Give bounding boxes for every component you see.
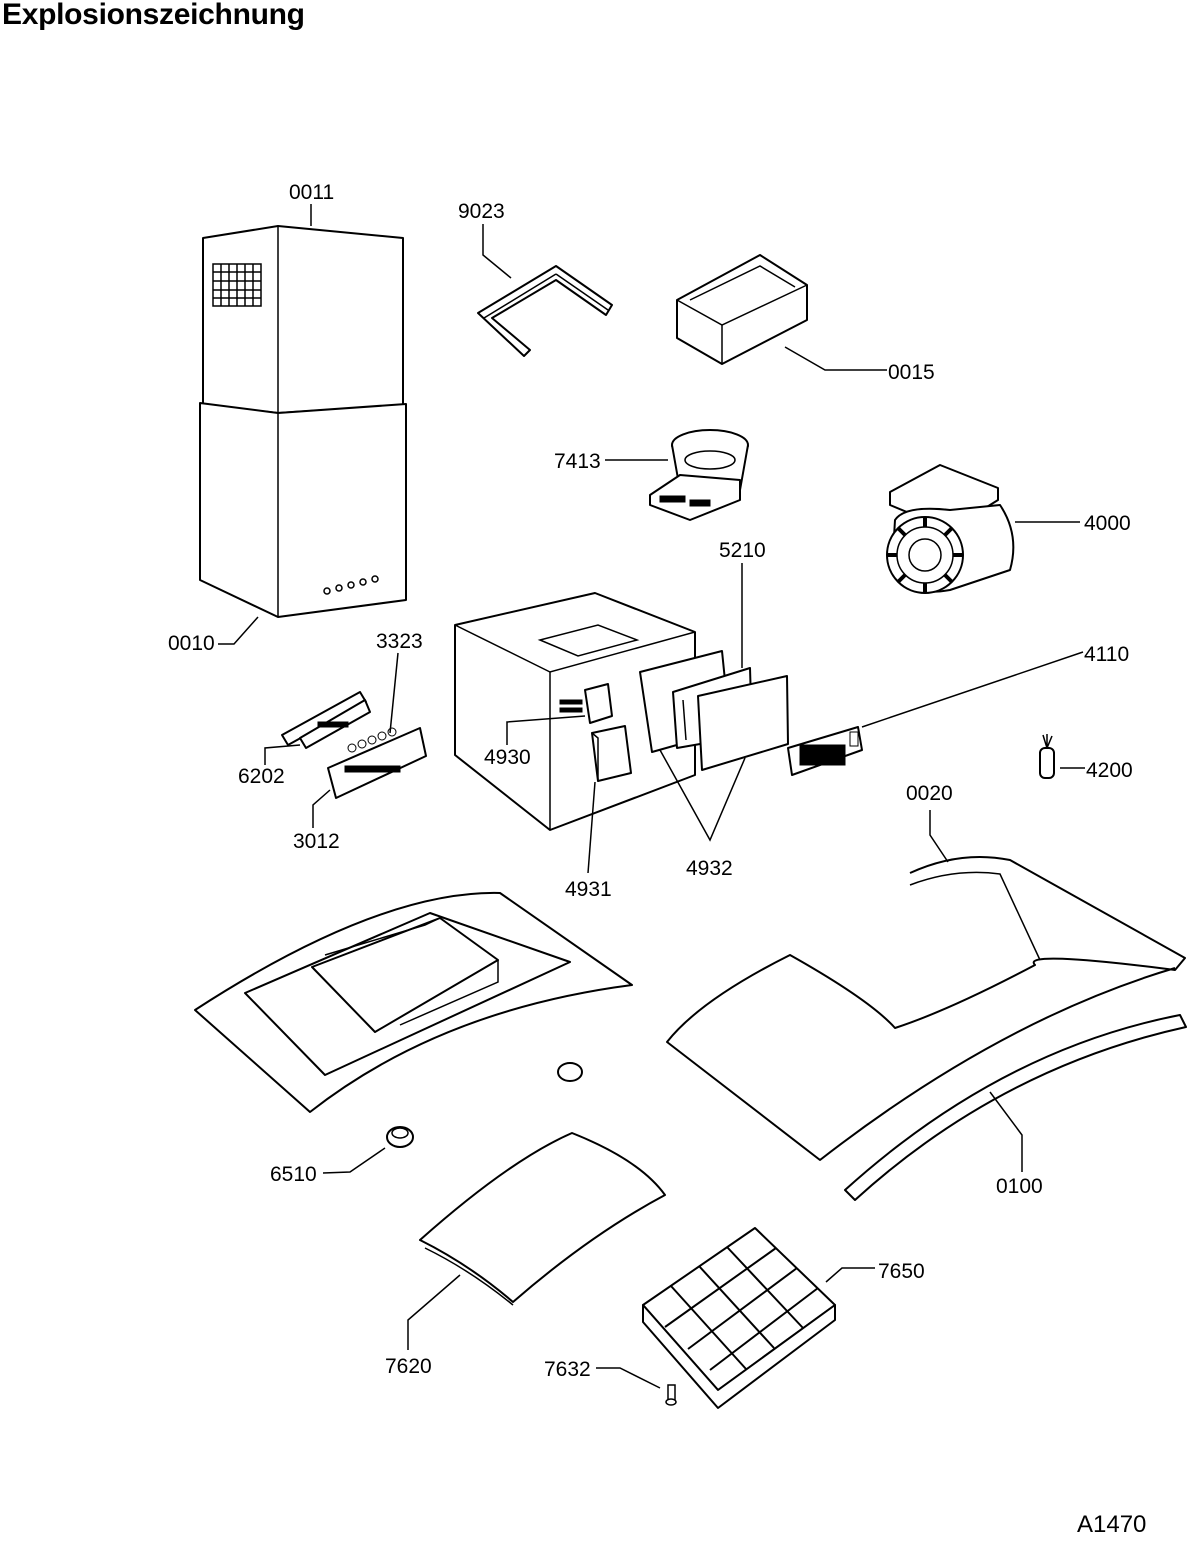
part-label: 0015 [888,361,935,384]
part-label: 0010 [168,632,215,655]
part-label: 7413 [554,450,601,473]
outlet-adapter-part[interactable] [649,429,749,521]
part-label: 4932 [686,857,733,880]
hood-canopy-part[interactable] [194,891,633,1113]
part-label: 9023 [458,200,505,223]
page-title: Explosionszeichnung [2,0,305,31]
part-label: 4931 [565,878,612,901]
knob-part[interactable] [386,1062,583,1148]
screw-part[interactable] [665,1384,677,1406]
part-label: 4000 [1084,512,1131,535]
part-label: 3323 [376,630,423,653]
part-label: 0100 [996,1175,1043,1198]
part-label: 6510 [270,1163,317,1186]
part-label: 0020 [906,782,953,805]
capacitor-block-4930[interactable] [584,683,613,724]
blower-motor-part[interactable] [886,464,1015,594]
lower-chimney-part[interactable] [199,402,407,618]
capacitor-block-4931[interactable] [591,725,632,782]
mounting-bracket-part[interactable] [477,265,613,357]
part-label: 3012 [293,830,340,853]
lamp-holder-part[interactable] [1039,734,1055,779]
leader-lines [218,204,1085,1389]
glass-frame-part[interactable] [666,856,1186,1161]
button-strip-6202[interactable] [281,691,371,749]
part-label: 5210 [719,539,766,562]
part-label: 4110 [1084,643,1129,666]
carbon-filter-part[interactable] [642,1227,836,1409]
motor-housing-part[interactable] [454,592,696,831]
air-guide-box-part[interactable] [676,254,808,365]
part-label: 4200 [1086,759,1133,782]
document-number: A1470 [1077,1511,1147,1538]
part-label: 4930 [484,746,531,769]
part-label: 7650 [878,1260,925,1283]
part-label: 0011 [289,181,334,204]
part-label: 7620 [385,1355,432,1378]
control-board-5210[interactable] [672,667,789,771]
switch-module-part[interactable] [787,726,863,776]
part-labels: 0011 9023 0015 7413 4000 5210 0010 3323 … [168,181,1133,1381]
control-panel-3012[interactable] [327,727,427,799]
upper-chimney-part[interactable] [202,225,404,414]
part-label: 7632 [544,1358,591,1381]
part-label: 6202 [238,765,285,788]
glass-panel-part[interactable] [844,1014,1187,1201]
grease-filter-part[interactable] [419,1132,666,1306]
